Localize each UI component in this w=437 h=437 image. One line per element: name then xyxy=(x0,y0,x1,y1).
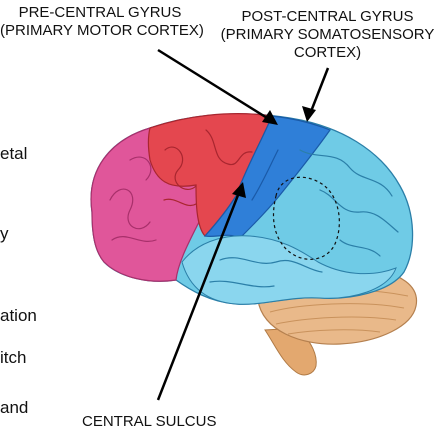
arrowhead-postcentral xyxy=(302,106,316,122)
pointer-central-sulcus xyxy=(156,189,242,401)
precentral-gyrus-label: PRE-CENTRAL GYRUS (PRIMARY MOTOR CORTEX) xyxy=(0,4,204,40)
precentral-line1: PRE-CENTRAL GYRUS xyxy=(18,4,182,21)
side-text-2: y xyxy=(0,224,9,243)
pointer-precentral xyxy=(157,48,273,123)
side-text-4: itch xyxy=(0,348,27,367)
postcentral-gyrus-label: POST-CENTRAL GYRUS (PRIMARY SOMATOSENSOR… xyxy=(218,8,437,62)
dotted-region xyxy=(272,176,340,260)
arrowhead-central-sulcus xyxy=(232,182,246,198)
arrowhead-precentral xyxy=(262,110,278,125)
central-sulcus-label: CENTRAL SULCUS xyxy=(82,413,217,430)
postcentral-line1: POST-CENTRAL GYRUS xyxy=(241,8,414,25)
postcentral-line3: CORTEX) xyxy=(293,44,362,61)
side-text-1: etal xyxy=(0,144,28,163)
postcentral-line2: (PRIMARY SOMATOSENSORY xyxy=(220,26,435,43)
precentral-line2: (PRIMARY MOTOR CORTEX) xyxy=(0,22,204,39)
pointer-postcentral xyxy=(308,67,330,115)
temporal-lobe xyxy=(181,235,397,305)
gyri-lines xyxy=(109,129,399,288)
side-text-3: ation xyxy=(0,306,37,325)
side-text-5: and xyxy=(0,398,29,417)
